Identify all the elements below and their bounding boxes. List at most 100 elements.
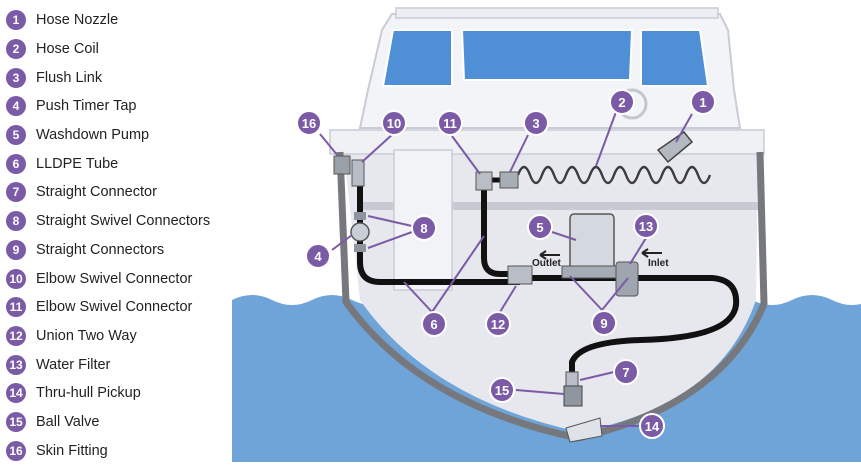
- windshield-center: [460, 29, 634, 81]
- legend-label: Straight Connectors: [36, 241, 165, 258]
- leader-line: [601, 277, 629, 311]
- callout-number: 4: [314, 249, 322, 264]
- legend-label: Washdown Pump: [36, 127, 150, 144]
- callout-number: 14: [645, 419, 660, 434]
- leader-line: [451, 135, 481, 175]
- legend-label: Ball Valve: [36, 413, 100, 430]
- straight-connector: [565, 371, 579, 387]
- lldpe-tube-left: [357, 170, 520, 285]
- callout-12: 12: [485, 311, 511, 337]
- ball-valve: [563, 385, 583, 407]
- legend-item: 7 Straight Connector: [6, 178, 236, 207]
- flush-link: [499, 171, 519, 189]
- callout-14: 14: [639, 413, 665, 439]
- legend-badge: 12: [6, 325, 26, 346]
- callout-number: 5: [536, 220, 543, 235]
- callout-number: 15: [495, 383, 509, 398]
- legend-badge: 11: [6, 297, 26, 318]
- union-two-way: [507, 265, 533, 285]
- leader-line: [509, 134, 529, 173]
- inner-deck: [360, 202, 758, 210]
- leader-line: [579, 371, 615, 381]
- legend-label: Thru-hull Pickup: [36, 385, 141, 402]
- legend-item: 4 Push Timer Tap: [6, 92, 236, 121]
- thru-hull-pickup: [565, 417, 603, 443]
- callout-number: 2: [618, 95, 625, 110]
- legend-badge: 7: [6, 182, 26, 203]
- callout-number: 10: [387, 116, 401, 131]
- legend-badge: 13: [6, 354, 26, 375]
- leader-line: [515, 389, 565, 395]
- outlet-label: Outlet: [532, 258, 562, 269]
- legend-badge: 14: [6, 383, 26, 404]
- legend-item: 14 Thru-hull Pickup: [6, 379, 236, 408]
- legend-badge: 6: [6, 153, 26, 174]
- push-timer-tap: [350, 222, 370, 242]
- callout-4: 4: [305, 243, 331, 269]
- leader-line: [403, 281, 433, 313]
- straight-swivel-connector-bottom: [354, 244, 366, 252]
- inlet-arrow: [641, 248, 662, 258]
- callout-15: 15: [489, 377, 515, 403]
- legend-label: Skin Fitting: [36, 442, 108, 459]
- outlet-arrow: [539, 250, 560, 260]
- callout-number: 3: [532, 116, 539, 131]
- legend-badge: 5: [6, 125, 26, 146]
- legend-label: Elbow Swivel Connector: [36, 270, 193, 287]
- legend-badge: 3: [6, 67, 26, 88]
- leader-line: [319, 133, 339, 157]
- hose-coil: [516, 165, 712, 185]
- callout-number: 1: [699, 95, 706, 110]
- legend-item: 13 Water Filter: [6, 350, 236, 379]
- legend-label: Flush Link: [36, 69, 103, 86]
- callout-number: 8: [420, 221, 427, 236]
- callout-7: 7: [613, 359, 639, 385]
- legend-item: 1 Hose Nozzle: [6, 6, 236, 35]
- legend-label: Push Timer Tap: [36, 98, 137, 115]
- leader-line: [431, 235, 485, 313]
- legend-badge: 1: [6, 10, 26, 31]
- legend-item: 12 Union Two Way: [6, 322, 236, 351]
- callout-number: 13: [639, 219, 653, 234]
- legend-label: Water Filter: [36, 356, 111, 373]
- legend-item: 5 Washdown Pump: [6, 121, 236, 150]
- leader-line: [675, 113, 693, 143]
- washdown-pump-body: [569, 213, 615, 273]
- legend-label: LLDPE Tube: [36, 155, 119, 172]
- callout-5: 5: [527, 214, 553, 240]
- legend-label: Straight Connector: [36, 184, 157, 201]
- legend-badge: 4: [6, 96, 26, 117]
- callout-2: 2: [609, 89, 635, 115]
- legend-badge: 9: [6, 239, 26, 260]
- legend-item: 9 Straight Connectors: [6, 236, 236, 265]
- legend-badge: 8: [6, 211, 26, 232]
- legend-label: Hose Nozzle: [36, 12, 119, 29]
- legend-badge: 15: [6, 411, 26, 432]
- windshield-left: [381, 29, 453, 87]
- elbow-swivel-connector-11: [475, 171, 493, 191]
- skin-fitting: [333, 155, 351, 175]
- legend-item: 3 Flush Link: [6, 63, 236, 92]
- callout-number: 12: [491, 317, 505, 332]
- callout-number: 16: [302, 116, 316, 131]
- callout-9: 9: [591, 310, 617, 336]
- leader-line: [629, 237, 647, 265]
- lldpe-tube-right: [530, 275, 740, 380]
- leader-line: [367, 231, 413, 249]
- legend-item: 6 LLDPE Tube: [6, 149, 236, 178]
- leader-line: [499, 285, 517, 313]
- lldpe-tube-center: [481, 182, 520, 277]
- callout-16: 16: [296, 110, 322, 136]
- legend-badge: 2: [6, 39, 26, 60]
- callout-6: 6: [421, 311, 447, 337]
- leader-line: [569, 275, 603, 311]
- callout-11: 11: [437, 110, 463, 136]
- legend-label: Union Two Way: [36, 327, 137, 344]
- leader-line: [361, 132, 395, 163]
- legend-badge: 16: [6, 440, 26, 461]
